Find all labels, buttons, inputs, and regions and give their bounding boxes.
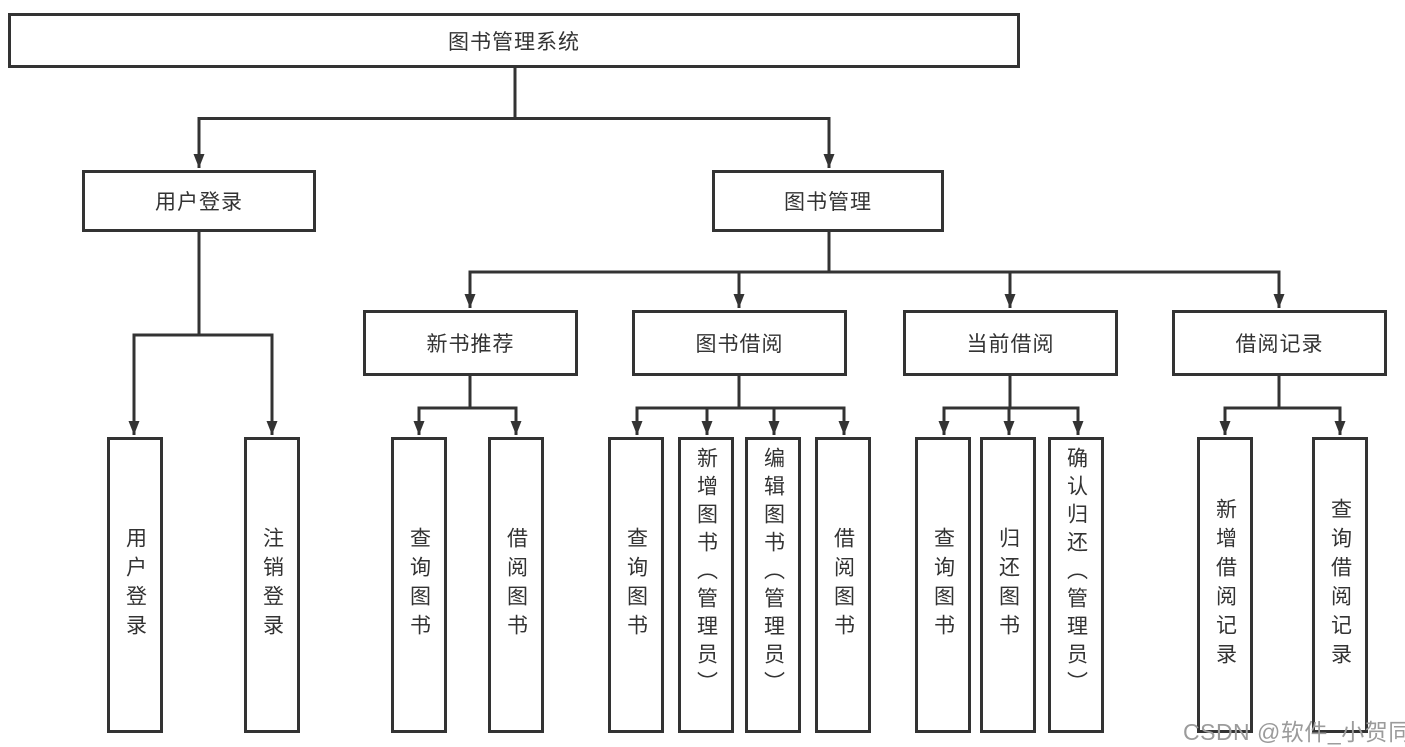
leaf-edit-books-admin-label: 编辑图书（管理员） <box>761 447 785 699</box>
leaf-user-login-label: 用户登录 <box>123 527 147 643</box>
node-book-management-label: 图书管理 <box>784 191 872 214</box>
node-new-book-recommendation: 新书推荐 <box>363 310 578 376</box>
leaf-add-borrow-record-label: 新增借阅记录 <box>1213 498 1237 672</box>
leaf-borrow-books-recommend-label: 借阅图书 <box>504 527 528 643</box>
leaf-query-books-recommend: 查询图书 <box>391 437 447 733</box>
leaf-logout: 注销登录 <box>244 437 300 733</box>
leaf-query-books-recommend-label: 查询图书 <box>407 527 431 643</box>
watermark: CSDN @软件_小贺同学 <box>1183 719 1405 745</box>
node-library-system-label: 图书管理系统 <box>448 30 580 54</box>
node-new-book-recommendation-label: 新书推荐 <box>426 333 515 356</box>
leaf-query-books-borrowing-label: 查询图书 <box>624 527 648 643</box>
leaf-query-borrow-record-label: 查询借阅记录 <box>1328 498 1352 672</box>
leaf-add-books-admin-label: 新增图书（管理员） <box>694 447 718 699</box>
node-book-borrowing: 图书借阅 <box>632 310 847 376</box>
node-book-management: 图书管理 <box>712 170 944 232</box>
node-current-borrowing: 当前借阅 <box>903 310 1118 376</box>
node-borrowing-records: 借阅记录 <box>1172 310 1387 376</box>
leaf-return-books: 归还图书 <box>980 437 1036 733</box>
leaf-add-books-admin: 新增图书（管理员） <box>678 437 734 733</box>
leaf-query-books-current: 查询图书 <box>915 437 971 733</box>
leaf-add-borrow-record: 新增借阅记录 <box>1197 437 1253 733</box>
leaf-query-borrow-record: 查询借阅记录 <box>1312 437 1368 733</box>
leaf-logout-label: 注销登录 <box>260 527 284 643</box>
leaf-borrow-books: 借阅图书 <box>815 437 871 733</box>
node-library-system: 图书管理系统 <box>8 13 1020 68</box>
node-book-borrowing-label: 图书借阅 <box>695 333 784 356</box>
leaf-confirm-return-admin: 确认归还（管理员） <box>1048 437 1104 733</box>
leaf-user-login: 用户登录 <box>107 437 163 733</box>
leaf-borrow-books-label: 借阅图书 <box>831 527 855 643</box>
leaf-query-books-current-label: 查询图书 <box>931 527 955 643</box>
leaf-query-books-borrowing: 查询图书 <box>608 437 664 733</box>
node-user-login: 用户登录 <box>82 170 316 232</box>
leaf-confirm-return-admin-label: 确认归还（管理员） <box>1064 447 1088 699</box>
node-borrowing-records-label: 借阅记录 <box>1235 333 1324 356</box>
leaf-borrow-books-recommend: 借阅图书 <box>488 437 544 733</box>
leaf-edit-books-admin: 编辑图书（管理员） <box>745 437 801 733</box>
node-current-borrowing-label: 当前借阅 <box>966 333 1055 356</box>
node-user-login-label: 用户登录 <box>155 191 243 214</box>
leaf-return-books-label: 归还图书 <box>996 527 1020 643</box>
